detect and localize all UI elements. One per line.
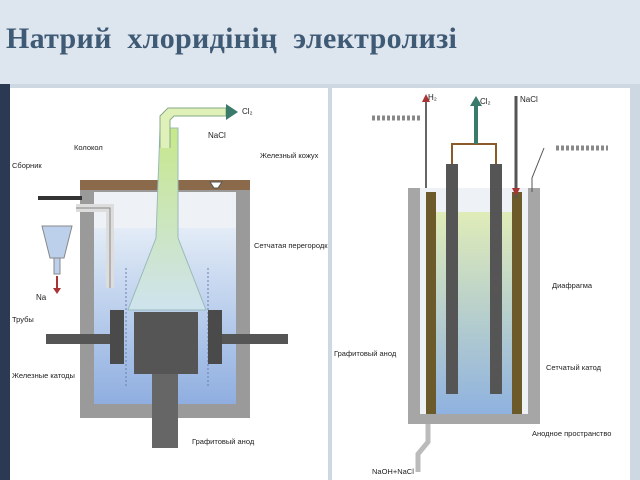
graphite-anode-rod: [152, 374, 178, 448]
label-diaphragm: Диафрагма: [552, 281, 593, 290]
right-diagram-panel: H₂ Cl₂ NaCl Диафрагма Графитовый анод Се…: [332, 88, 630, 480]
graphite-anode: [490, 164, 502, 394]
page-title: Натрий хлоридінің электролизі: [6, 22, 457, 56]
anode-wire: [452, 144, 496, 164]
label-bell: Колокол: [74, 143, 103, 152]
label-na: Na: [36, 293, 47, 302]
left-electrolysis-diagram: Cl₂ Колокол NaCl Железный кожух Сборник …: [10, 88, 328, 480]
drain-pipe: [418, 424, 428, 472]
label-mesh-partition: Сетчатая перегородка: [254, 241, 328, 250]
label-iron-cathodes: Железные катоды: [12, 371, 75, 380]
label-naoh-nacl: NaOH+NaCl: [372, 467, 414, 476]
iron-cathode: [110, 310, 124, 364]
label-anode-space: Анодное пространство: [532, 429, 611, 438]
right-electrolysis-diagram: H₂ Cl₂ NaCl Диафрагма Графитовый анод Се…: [332, 88, 630, 480]
diaphragm: [426, 192, 436, 414]
left-accent-bar: [0, 84, 10, 480]
label-graphite-anode: Графитовый анод: [192, 437, 255, 446]
label-nacl: NaCl: [520, 95, 538, 104]
title-bar: Натрий хлоридінің электролизі: [0, 0, 640, 84]
diaphragm: [512, 192, 522, 414]
label-graphite-anode: Графитовый анод: [334, 349, 397, 358]
cathode-connector: [46, 334, 110, 344]
sodium-arrow-head: [53, 288, 61, 294]
left-diagram-panel: Cl₂ Колокол NaCl Железный кожух Сборник …: [10, 88, 328, 480]
collector-lid: [38, 196, 82, 200]
label-iron-cover: Железный кожух: [260, 151, 319, 160]
label-mesh-cathode: Сетчатый катод: [546, 363, 602, 372]
collector-funnel: [42, 226, 72, 258]
cathode-wire: [532, 148, 544, 192]
label-tube: Трубы: [12, 315, 34, 324]
cathode-connector: [222, 334, 288, 344]
label-collector: Сборник: [12, 161, 42, 170]
iron-cathode: [208, 310, 222, 364]
collector-neck: [54, 258, 60, 274]
chlorine-pipe: [160, 108, 226, 148]
label-nacl: NaCl: [208, 131, 226, 140]
label-chlorine: Cl₂: [242, 107, 253, 116]
label-hydrogen: H₂: [428, 93, 437, 102]
chlorine-arrow: [226, 104, 238, 120]
graphite-anode: [134, 312, 198, 374]
graphite-anode: [446, 164, 458, 394]
label-chlorine: Cl₂: [480, 97, 491, 106]
